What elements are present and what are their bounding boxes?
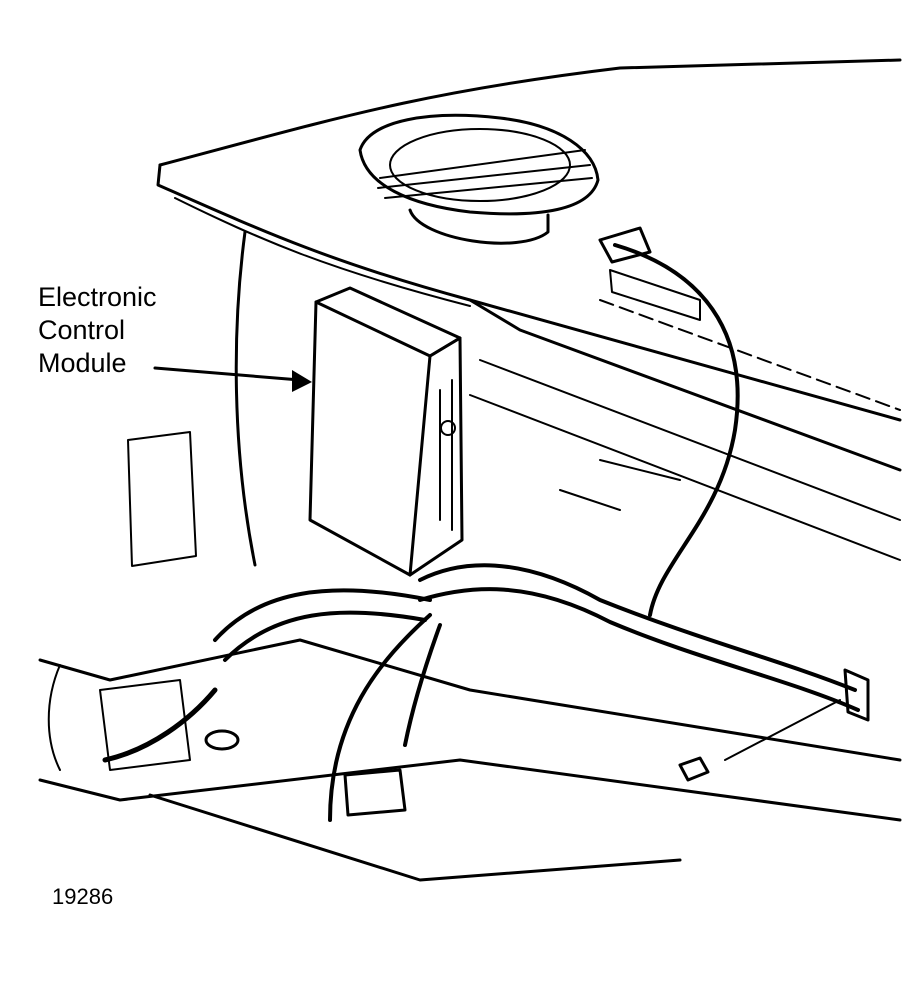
speaker — [358, 113, 600, 245]
callout-line-3: Module — [38, 348, 127, 378]
callout-line-2: Control — [38, 315, 126, 345]
callout-line-1: Electronic — [38, 282, 157, 312]
side-wall — [38, 230, 902, 882]
dashboard-panel — [156, 58, 902, 561]
figure-number: 19286 — [52, 884, 114, 909]
wiring-harness — [102, 226, 870, 822]
ecm-callout-label: Electronic Control Module — [38, 281, 157, 380]
callout-arrow — [153, 366, 312, 392]
ecm-box — [308, 286, 464, 577]
